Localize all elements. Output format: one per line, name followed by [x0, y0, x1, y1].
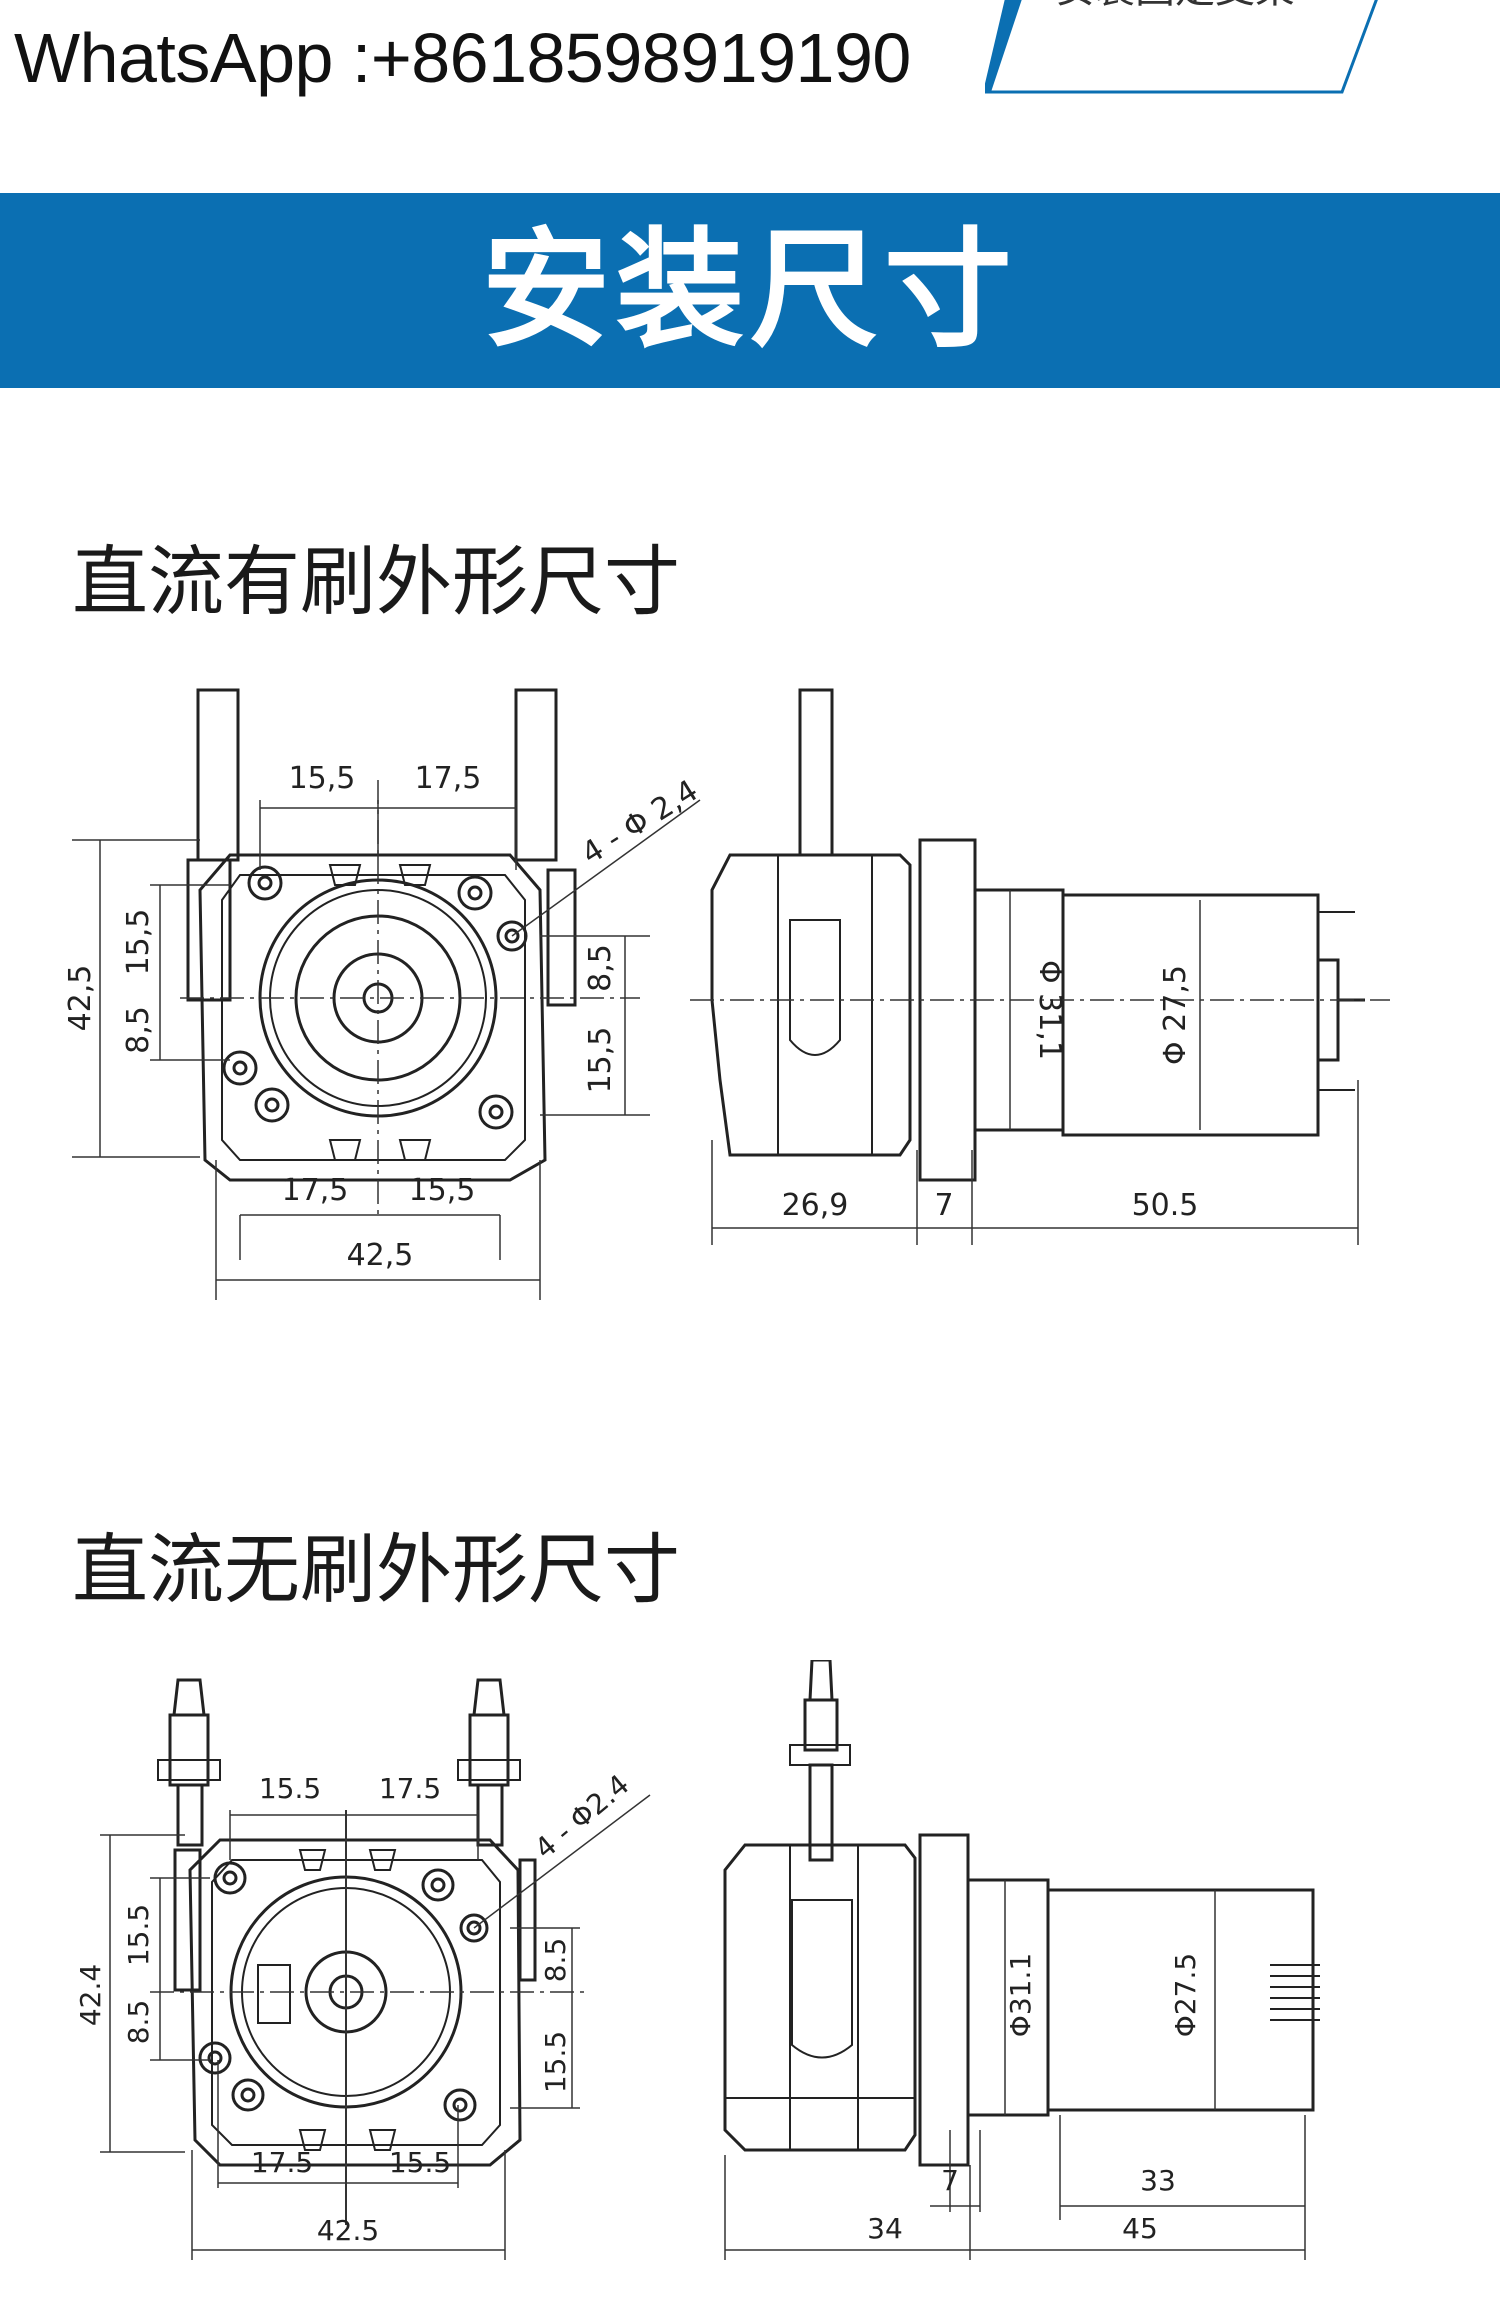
dim-brushless-right-lower: 15.5 [539, 2031, 572, 2093]
dim-brushless-flange-length: 7 [941, 2164, 959, 2197]
dim-brushless-pump-length: 34 [867, 2212, 903, 2245]
brushed-side-view [710, 688, 1365, 1182]
dim-brushless-motor-body-length: 33 [1140, 2164, 1176, 2197]
section-title-brushless: 直流无刷外形尺寸 [72, 1525, 680, 1614]
bracket-tab[interactable]: 安装固定支架 [985, 0, 1380, 102]
dim-brushed-left-upper: 15,5 [121, 909, 156, 976]
dim-brushed-flange-diameter: Φ 31,1 [1032, 960, 1067, 1060]
banner [0, 193, 1500, 388]
dim-brushed-left-overall: 42,5 [63, 965, 98, 1032]
whatsapp-contact: WhatsApp :+8618598919190 [14, 19, 911, 97]
dim-brushless-motor-diameter: Φ27.5 [1169, 1953, 1202, 2037]
brushed-dimension-drawing: 15,5 17,5 4 - Φ 2,4 42,5 15,5 8,5 8,5 15… [63, 688, 1390, 1300]
banner-title: 安装尺寸 [481, 216, 1018, 365]
brushed-front-view [186, 688, 577, 1182]
brushless-dimension-drawing: 15.5 17.5 4 - Φ2.4 42.4 15.5 8.5 8.5 15.… [74, 1660, 1320, 2260]
dim-brushless-bottom-right: 15.5 [389, 2146, 451, 2179]
dim-brushless-left-lower: 8.5 [122, 2000, 155, 2045]
bracket-tab-label: 安装固定支架 [1055, 0, 1295, 12]
dim-brushless-flange-diameter: Φ31.1 [1004, 1953, 1037, 2037]
dim-brushed-top-right: 17,5 [415, 761, 482, 796]
dim-brushless-top-left: 15.5 [259, 1772, 321, 1805]
dim-brushed-pump-length: 26,9 [782, 1188, 849, 1223]
dim-brushless-bottom-left: 17.5 [251, 2146, 313, 2179]
dim-brushed-bottom-left: 17,5 [282, 1173, 349, 1208]
dim-brushed-hole-callout: 4 - Φ 2,4 [576, 773, 705, 871]
dim-brushed-motor-diameter: Φ 27,5 [1158, 965, 1193, 1065]
dim-brushed-motor-length: 50.5 [1132, 1188, 1199, 1223]
dim-brushed-top-left: 15,5 [289, 761, 356, 796]
dim-brushless-left-overall: 42.4 [74, 1964, 107, 2026]
dim-brushed-right-lower: 15,5 [583, 1027, 618, 1094]
dim-brushed-left-lower: 8,5 [121, 1006, 156, 1054]
dim-brushless-right-upper: 8.5 [539, 1938, 572, 1983]
dim-brushless-bottom-overall: 42.5 [317, 2214, 379, 2247]
section-title-brushed: 直流有刷外形尺寸 [72, 537, 680, 626]
dim-brushed-bottom-right: 15,5 [409, 1173, 476, 1208]
dim-brushless-top-right: 17.5 [379, 1772, 441, 1805]
dim-brushless-motor-length: 45 [1122, 2212, 1158, 2245]
dim-brushless-left-upper: 15.5 [122, 1904, 155, 1966]
dim-brushed-flange-length: 7 [934, 1188, 953, 1223]
dim-brushless-hole-callout: 4 - Φ2.4 [528, 1768, 635, 1865]
dim-brushed-right-upper: 8,5 [583, 944, 618, 992]
brushless-side-view [723, 1660, 1320, 2167]
dim-brushed-bottom-overall: 42,5 [347, 1238, 414, 1273]
